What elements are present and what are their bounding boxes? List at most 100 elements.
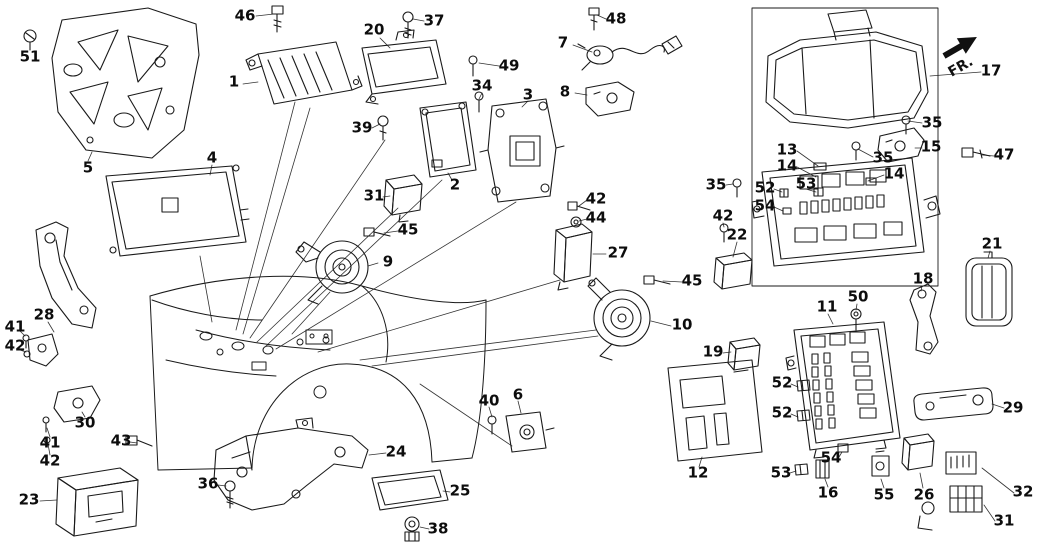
- part-callout-43: 43: [110, 431, 132, 450]
- part-callout-36: 36: [197, 474, 219, 493]
- part-callout-42: 42: [39, 451, 61, 470]
- part-callout-45: 45: [397, 220, 419, 239]
- part-bolt-42-center: [567, 201, 591, 211]
- fr-label: FR.: [946, 54, 976, 81]
- part-callout-32: 32: [1012, 482, 1034, 501]
- part-callout-26: 26: [913, 485, 935, 504]
- part-bolt-41b: [42, 416, 50, 433]
- part-callout-13: 13: [776, 140, 798, 159]
- part-clip-52a: [796, 379, 811, 392]
- part-callout-34: 34: [471, 76, 493, 95]
- part-callout-21: 21: [981, 234, 1003, 253]
- part-callout-46: 46: [234, 6, 256, 25]
- part-insulator-panel: [51, 7, 200, 159]
- part-bracket-plate-3: [479, 98, 565, 203]
- part-washer-44: [570, 216, 582, 228]
- part-side-cover-21: [965, 251, 1013, 327]
- part-bolt-40: [487, 415, 497, 435]
- part-callout-53: 53: [795, 174, 817, 193]
- part-callout-3: 3: [522, 85, 534, 104]
- part-callout-17: 17: [980, 61, 1002, 80]
- part-callout-24: 24: [385, 442, 407, 461]
- part-sensor-6: [505, 411, 555, 453]
- part-callout-2: 2: [449, 175, 461, 194]
- part-bracket-18: [909, 283, 939, 355]
- part-callout-19: 19: [702, 342, 724, 361]
- part-callout-31: 31: [993, 511, 1015, 530]
- part-bracket-28: [27, 221, 97, 367]
- part-callout-39: 39: [351, 118, 373, 137]
- part-fuse-box-cover: [765, 9, 929, 129]
- part-callout-14: 14: [776, 156, 798, 175]
- part-washer-42a: [23, 350, 31, 358]
- part-grommet-38: [404, 516, 420, 542]
- part-clip-small: [917, 501, 935, 531]
- part-callout-35: 35: [872, 148, 894, 167]
- part-callout-38: 38: [427, 519, 449, 538]
- part-callout-9: 9: [382, 252, 394, 271]
- part-bolt-45-left: [363, 227, 391, 237]
- part-callout-41: 41: [39, 433, 61, 452]
- part-callout-44: 44: [585, 208, 607, 227]
- part-fuse-label-plate: [667, 359, 763, 462]
- part-cover-25: [371, 469, 449, 511]
- part-bolt-37: [402, 11, 414, 39]
- part-bolt-45-right: [643, 275, 671, 285]
- part-callout-12: 12: [687, 463, 709, 482]
- part-callout-31: 31: [363, 186, 385, 205]
- part-screw-51: [23, 29, 37, 51]
- part-bolt-39: [377, 115, 389, 141]
- part-callout-18: 18: [912, 269, 934, 288]
- part-washer-42b: [43, 436, 51, 444]
- part-callout-30: 30: [74, 413, 96, 432]
- part-callout-51: 51: [19, 47, 41, 66]
- part-callout-55: 55: [873, 485, 895, 504]
- part-screw-36: [224, 480, 236, 509]
- part-callout-49: 49: [498, 56, 520, 75]
- part-bolt-41a: [22, 334, 30, 349]
- part-connector-31: [949, 485, 983, 513]
- part-relay-19: [727, 337, 761, 371]
- part-bolt-43: [125, 435, 153, 447]
- part-callout-23: 23: [18, 490, 40, 509]
- part-fuse-54: [837, 443, 849, 453]
- part-relay-26: [901, 433, 935, 471]
- part-callout-42: 42: [585, 189, 607, 208]
- part-callout-48: 48: [605, 9, 627, 28]
- part-horn-high: [587, 277, 651, 361]
- part-callout-45: 45: [681, 271, 703, 290]
- part-callout-16: 16: [817, 483, 839, 502]
- part-relay-31: [383, 174, 423, 223]
- part-fuse-puller-16: [815, 459, 830, 479]
- part-callout-42: 42: [4, 336, 26, 355]
- part-callout-22: 22: [726, 225, 748, 244]
- part-callout-53: 53: [770, 463, 792, 482]
- fuse-box-assembly-outline: [751, 7, 939, 287]
- part-bolt-50: [850, 308, 862, 331]
- part-callout-35: 35: [921, 113, 943, 132]
- part-callout-54: 54: [754, 196, 776, 215]
- part-callout-15: 15: [920, 137, 942, 156]
- part-bracket-box-20: [361, 29, 447, 105]
- part-bolt-47: [961, 147, 991, 159]
- part-callout-52: 52: [771, 373, 793, 392]
- part-callout-28: 28: [33, 305, 55, 324]
- part-bolt-35b: [851, 141, 861, 161]
- part-relay-27: [553, 223, 593, 291]
- part-callout-11: 11: [816, 297, 838, 316]
- part-callout-6: 6: [512, 385, 524, 404]
- leader-lines: [19, 13, 1015, 530]
- part-buzzer-55: [871, 450, 890, 477]
- part-callout-20: 20: [363, 20, 385, 39]
- part-callout-52: 52: [771, 403, 793, 422]
- part-callout-10: 10: [671, 315, 693, 334]
- part-callout-40: 40: [478, 391, 500, 410]
- part-callout-8: 8: [559, 82, 571, 101]
- part-bracket-29: [913, 387, 994, 421]
- part-bolt-34: [474, 91, 484, 113]
- part-callout-29: 29: [1002, 398, 1024, 417]
- part-callout-27: 27: [607, 243, 629, 262]
- part-bolt-35c: [732, 178, 742, 198]
- part-callout-37: 37: [423, 11, 445, 30]
